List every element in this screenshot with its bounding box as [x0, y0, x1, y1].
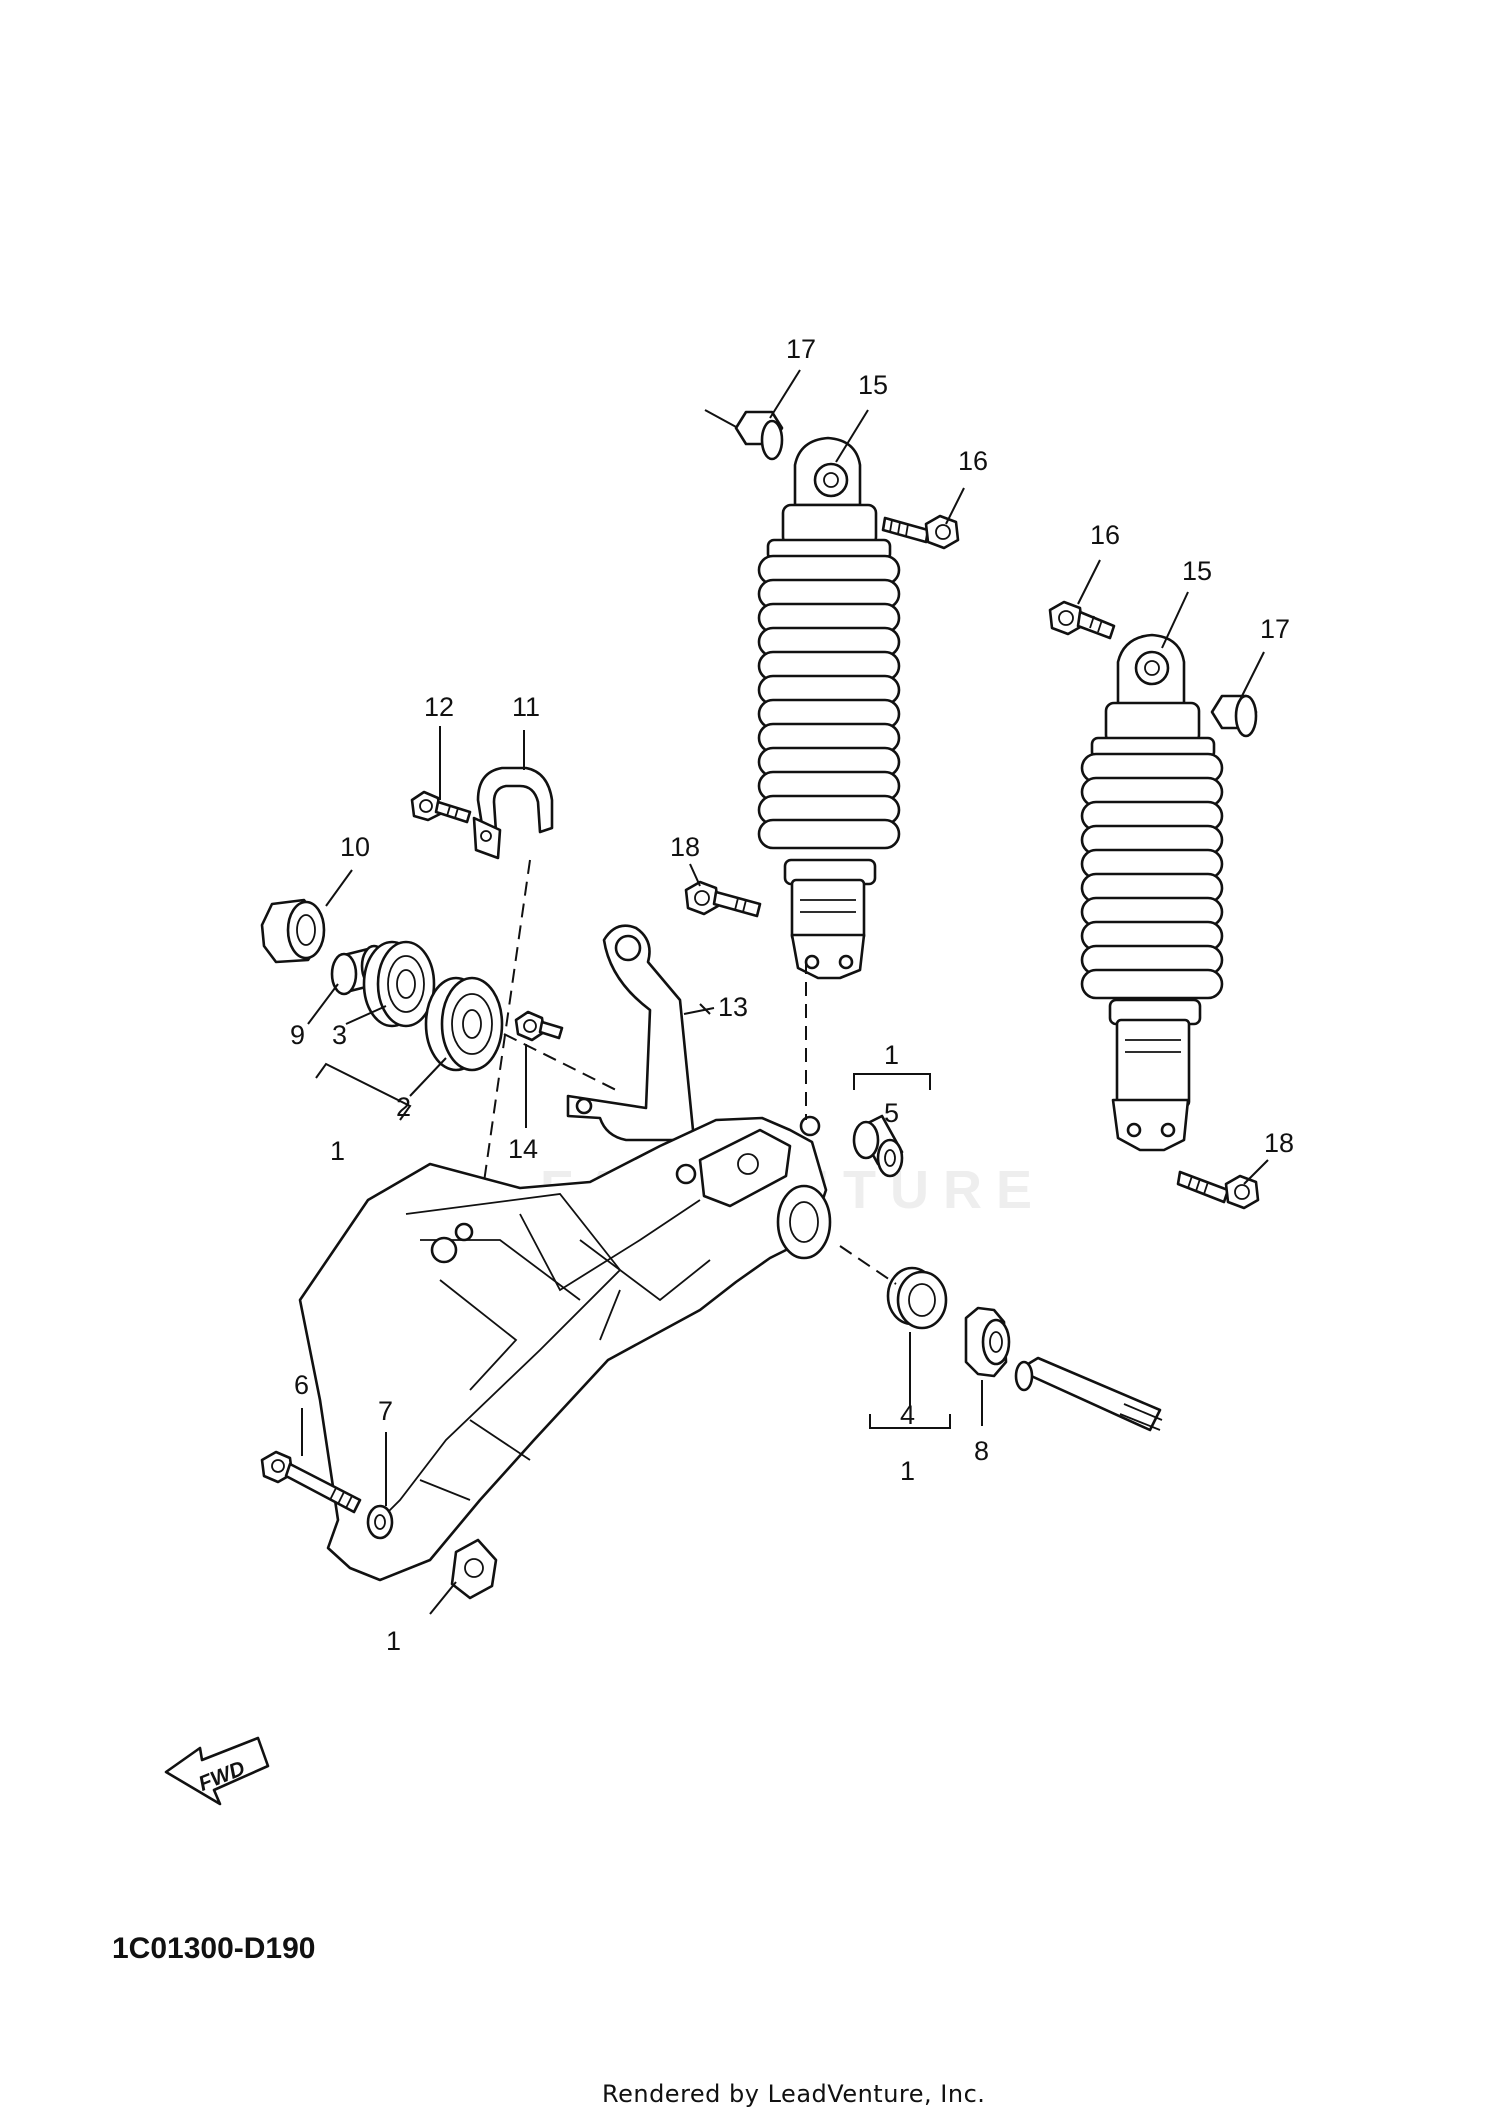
callout-11: 11 [512, 692, 540, 722]
callout-4: 4 [900, 1400, 915, 1430]
callout-6: 6 [294, 1370, 309, 1400]
assembly-dash-lines [483, 859, 897, 1285]
diagram-code: 1C01300-D190 [112, 1932, 315, 1965]
callout-10: 10 [340, 832, 370, 862]
callout-17-left: 17 [786, 334, 816, 364]
callout-13: 13 [718, 992, 748, 1022]
bearing-2 [424, 976, 504, 1072]
callout-9: 9 [290, 1020, 305, 1050]
bolt-16-left [881, 514, 960, 550]
callout-16-left: 16 [958, 446, 988, 476]
callout-17-right: 17 [1260, 614, 1290, 644]
callout-1-group-left: 1 [330, 1136, 345, 1166]
collar-8 [964, 1306, 1011, 1378]
bearing-3 [362, 940, 436, 1028]
callout-7: 7 [378, 1396, 393, 1426]
washer-7 [366, 1504, 394, 1540]
callout-12: 12 [424, 692, 454, 722]
clamp-11 [472, 766, 554, 860]
collar-5 [852, 1114, 904, 1178]
bracket-13 [566, 924, 696, 1142]
flange-nut-17-left [704, 409, 784, 461]
callout-15-right: 15 [1182, 556, 1212, 586]
render-credit: Rendered by LeadVenture, Inc. [602, 2080, 985, 2108]
rear-arm-1 [298, 1115, 832, 1600]
collar-10 [260, 898, 326, 964]
fwd-arrow-icon: FWD [164, 1736, 270, 1806]
callout-5: 5 [884, 1098, 899, 1128]
callout-2: 2 [396, 1092, 411, 1122]
bolt-18-right [1176, 1170, 1260, 1210]
spring-coil [757, 818, 901, 850]
callout-1-main: 1 [386, 1626, 401, 1656]
group-bracket-left [315, 1062, 412, 1121]
callout-1-group-top: 1 [884, 1040, 899, 1070]
callout-15-left: 15 [858, 370, 888, 400]
bolt-12 [410, 790, 472, 824]
callout-18-left: 18 [670, 832, 700, 862]
bolt-16-right [1048, 600, 1116, 640]
callout-1-group-bottom: 1 [900, 1456, 915, 1486]
callout-8: 8 [974, 1436, 989, 1466]
callout-3: 3 [332, 1020, 347, 1050]
flange-nut-17-right [1210, 694, 1258, 738]
callout-16-right: 16 [1090, 520, 1120, 550]
callout-14: 14 [508, 1134, 538, 1164]
callout-18-right: 18 [1264, 1128, 1294, 1158]
bolt-6 [260, 1450, 362, 1514]
bolt-14 [514, 1010, 564, 1042]
collar-4 [886, 1266, 948, 1330]
group-bracket-bottom [869, 1414, 951, 1429]
group-bracket-top [853, 1073, 931, 1090]
rear-shock-absorber-left [757, 436, 901, 980]
leader-lines [301, 369, 1269, 1615]
spring-coil [1080, 968, 1224, 1000]
pivot-shaft [1014, 1356, 1163, 1432]
rear-shock-absorber-right [1080, 633, 1224, 1152]
bolt-18-left [684, 880, 762, 918]
